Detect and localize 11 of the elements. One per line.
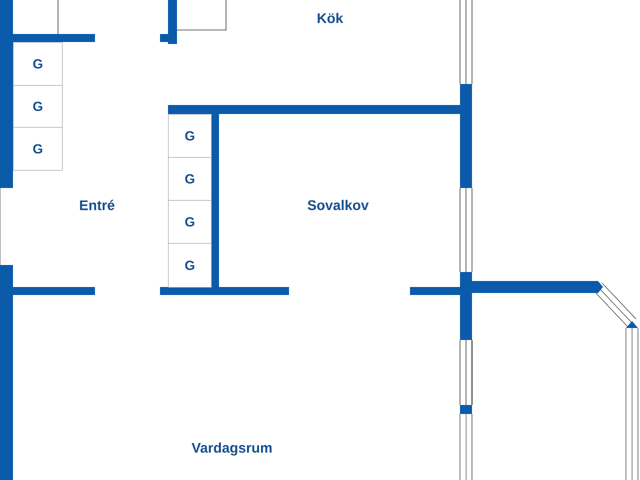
cabinet-box: G [168,157,212,201]
room-label: Vardagsrum [192,442,272,456]
room-label: Entré [80,200,114,210]
cabinet-box: G [13,85,63,128]
cabinet-box: G [13,42,63,86]
cabinet-box: G [168,200,212,244]
cabinet-box: G [168,114,212,158]
cabinet-box: G [168,243,212,288]
room-label: Sovalkov [308,200,369,210]
cabinet-box: G [13,127,63,171]
room-label: Kök [318,12,344,24]
